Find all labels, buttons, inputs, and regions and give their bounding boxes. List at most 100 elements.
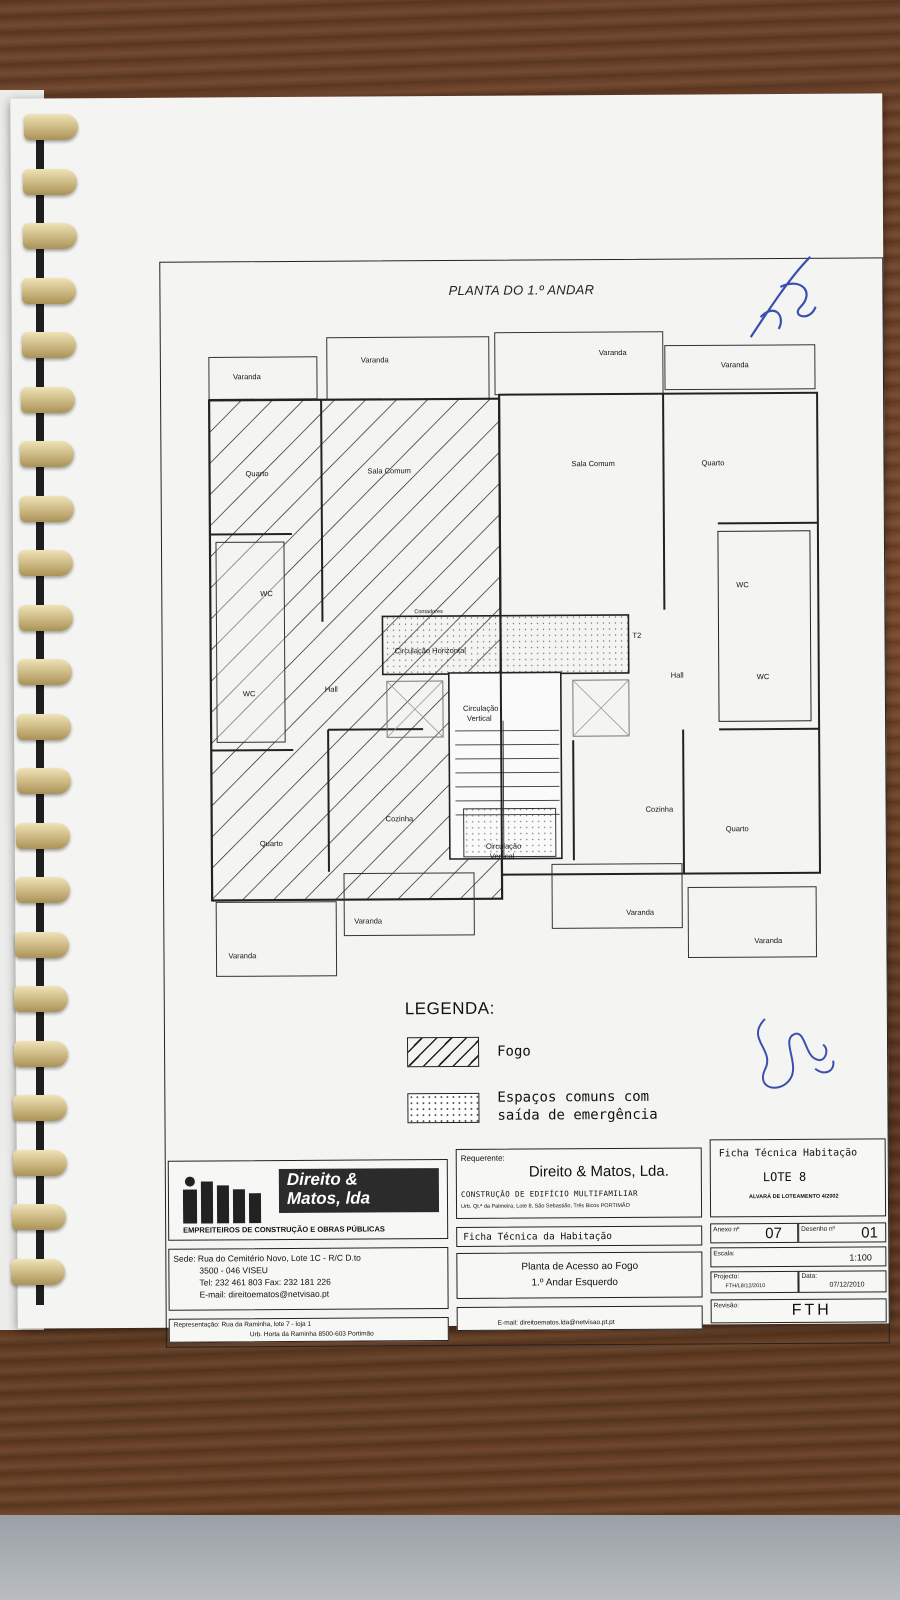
label-quarto-bottom-left: Quarto (260, 839, 283, 848)
label-wc-right-2: WC (757, 672, 770, 681)
legend-fogo-label: Fogo (497, 1043, 531, 1060)
binder-ring (11, 1258, 66, 1285)
plan-varanda-top-right (664, 344, 816, 391)
signature-top (749, 256, 817, 338)
escala-value: 1:100 (849, 1252, 872, 1263)
planta-line1: Planta de Acesso ao Fogo (521, 1260, 639, 1273)
data-value: 07/12/2010 (829, 1281, 865, 1289)
ficha-habitacao-text: Ficha Técnica da Habitação (463, 1231, 612, 1243)
label-quarto-bottom-right: Quarto (726, 824, 749, 833)
construction-text: CONSTRUÇÃO DE EDIFÍCIO MULTIFAMILIAR (460, 1188, 638, 1199)
label-varanda-bottom-cr: Varanda (626, 908, 655, 917)
escala-cell: Escala: 1:100 (710, 1246, 887, 1268)
binder-ring (18, 659, 72, 685)
construction-address: Urb. Qt.ª da Palmeira, Lote 8, São Sebas… (461, 1202, 630, 1210)
binder-ring (15, 931, 69, 958)
plan-varanda-top-left (208, 356, 318, 400)
revisao-label: Revisão: (713, 1302, 739, 1310)
legend-espacos-line1: Espaços comuns com (497, 1088, 650, 1106)
sede-line4: E-mail: direitoematos@netvisao.pt (199, 1288, 330, 1300)
label-quarto-top-right: Quarto (701, 458, 724, 467)
email2-text: E-mail: direitoematos.lda@netvisao.pt.pt (497, 1319, 615, 1327)
rep-line1: Representação: Rua da Raminha, lote 7 - … (173, 1320, 312, 1329)
revisao-cell: Revisão: FTH (710, 1298, 887, 1324)
label-circ-vertical-2b: Vertical (490, 852, 515, 861)
data-cell: Data: 07/12/2010 (798, 1270, 887, 1293)
label-quarto-top-left: Quarto (246, 469, 269, 478)
contact-block: E-mail: direitoematos.lda@netvisao.pt.pt (456, 1305, 703, 1331)
label-varanda-top-right: Varanda (721, 360, 750, 369)
sede-block: Sede: Rua do Cemitério Novo, Lote 1C - R… (168, 1247, 449, 1311)
binder-ring (19, 550, 74, 576)
label-hall-right: Hall (671, 671, 684, 680)
rep-line2: Urb. Horta da Raminha 8500-603 Portimão (249, 1330, 374, 1339)
label-wc-right-1: WC (736, 580, 749, 589)
plan-elevator-left (386, 680, 444, 738)
planta-line2: 1.º Andar Esquerdo (531, 1276, 619, 1289)
company-name-line2: Matos, lda (286, 1188, 371, 1209)
label-hall-left: Hall (325, 685, 338, 694)
label-varanda-top-left: Varanda (233, 372, 262, 381)
plan-varanda-bottom-right (687, 886, 818, 959)
projecto-value: FTH/L8/12/2010 (725, 1283, 766, 1290)
sede-line2: 3500 - 046 VISEU (199, 1265, 268, 1276)
revisao-value: FTH (791, 1301, 832, 1319)
anexo-label: Anexo nº (713, 1226, 740, 1234)
binder-ring (12, 1204, 66, 1230)
desenho-cell: Desenho nº 01 (798, 1222, 887, 1243)
representacao-block: Representação: Rua da Raminha, lote 7 - … (168, 1317, 449, 1343)
label-sala-left: Sala Comum (368, 466, 411, 475)
desenho-label: Desenho nº (801, 1225, 836, 1233)
binder-ring (15, 877, 70, 903)
binder-ring (23, 168, 78, 195)
company-name-line1: Direito & (286, 1169, 358, 1190)
binder-ring (17, 713, 72, 740)
binder-ring (22, 223, 77, 249)
label-varanda-top-cl: Varanda (361, 355, 390, 364)
desenho-value: 01 (861, 1224, 878, 1242)
requerente-label: Requerente: (460, 1153, 505, 1163)
label-contadores: Contadores (414, 609, 443, 615)
binder-ring (18, 604, 73, 631)
label-varanda-bottom-right: Varanda (754, 936, 783, 945)
plan-varanda-top-center-left (326, 336, 490, 401)
anexo-cell: Anexo nº 07 (710, 1222, 799, 1244)
plan-varanda-bottom-center-right (551, 863, 683, 929)
binder-ring (13, 1040, 68, 1067)
legend-espacos-line2: saída de emergência (497, 1106, 658, 1124)
data-label: Data: (801, 1272, 818, 1280)
label-cozinha-left: Cozinha (386, 814, 414, 823)
sede-line1: Sede: Rua do Cemitério Novo, Lote 1C - R… (173, 1252, 361, 1264)
floor-background (0, 1515, 900, 1600)
label-circ-vertical-1b: Vertical (467, 714, 492, 723)
label-circ-vertical-1a: Circulação (463, 704, 498, 713)
anexo-value: 07 (765, 1224, 782, 1243)
legend-fogo-swatch (406, 1036, 480, 1068)
company-logo-icon (182, 1176, 262, 1224)
binder-ring (21, 386, 75, 413)
plan-stairs (455, 720, 560, 859)
label-circ-horizontal: Circulação Horizontal (395, 646, 467, 655)
company-block: Direito & Matos, lda EMPREITEIROS DE CON… (167, 1159, 449, 1241)
label-circ-vertical-2a: Circulação (486, 842, 521, 851)
ficha-habitacao-block: Ficha Técnica da Habitação (456, 1225, 703, 1247)
binder-ring (19, 495, 74, 522)
binder-ring (21, 332, 76, 358)
right-apartment (498, 391, 822, 876)
binder-ring (22, 277, 77, 304)
company-tagline: EMPREITEIROS DE CONSTRUÇÃO E OBRAS PÚBLI… (183, 1224, 385, 1235)
document-page: PLANTA DO 1.º ANDAR (10, 93, 890, 1348)
binder-ring (16, 768, 71, 794)
label-wc-left-1: WC (260, 589, 273, 598)
label-varanda-top-cr: Varanda (599, 348, 628, 357)
binder-ring (14, 986, 69, 1012)
legend-espacos-swatch (407, 1092, 480, 1124)
floor-plan: Varanda Varanda Varanda Varanda Quarto S… (207, 331, 822, 977)
legend-title: LEGENDA: (404, 998, 495, 1019)
plan-varanda-bottom-center-left (343, 872, 475, 937)
binder-ring (16, 822, 71, 849)
drawing-frame: PLANTA DO 1.º ANDAR (159, 256, 890, 1348)
label-wc-left-2: WC (243, 689, 256, 698)
signature-bottom (757, 1018, 835, 1089)
label-t2: T2 (633, 631, 642, 640)
